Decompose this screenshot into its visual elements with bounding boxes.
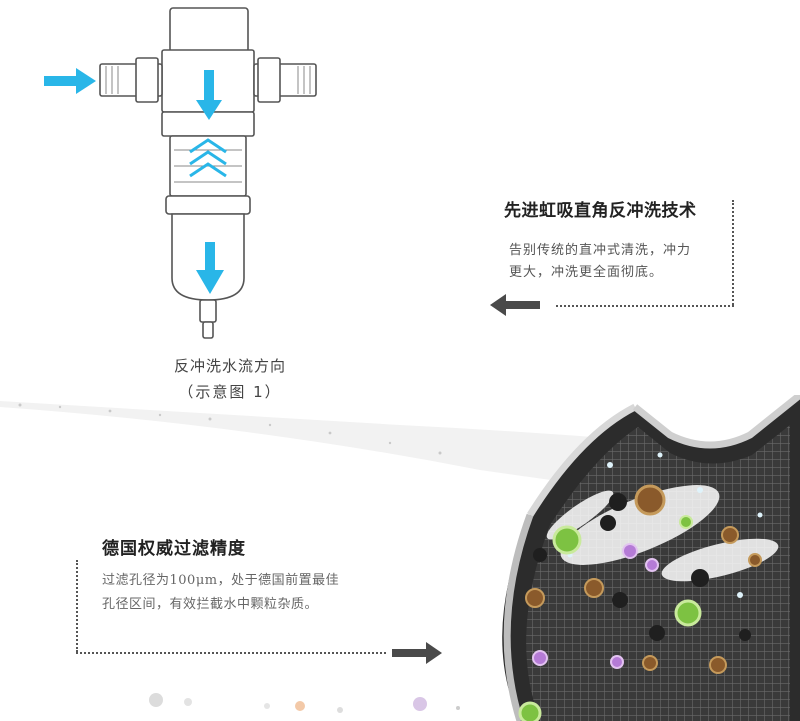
precision-description-line: 孔径区间，有效拦截水中颗粒杂质。 xyxy=(102,597,319,612)
precision-title: 德国权威过滤精度 xyxy=(102,539,246,559)
decorative-dots xyxy=(149,693,460,713)
pointer-left-arrow-icon xyxy=(490,294,540,316)
diagram-caption: 反冲洗水流方向 xyxy=(173,357,286,375)
tech-description-line: 告别传统的直冲式清洗，冲力 xyxy=(509,243,692,258)
callout-frame-horizontal xyxy=(76,652,386,654)
tech-description-line: 更大，冲洗更全面彻底。 xyxy=(509,265,664,280)
callout-frame-vertical xyxy=(732,200,734,305)
inlet-arrow-icon xyxy=(44,68,96,94)
precision-description-line: 过滤孔径为100μm，处于德国前置最佳 xyxy=(102,573,340,588)
chevron-up-flow-icon xyxy=(189,138,227,178)
callout-frame-horizontal xyxy=(556,305,734,307)
callout-frame-vertical xyxy=(76,560,78,652)
impurity-particles xyxy=(518,484,762,721)
outlet-arrow-icon xyxy=(196,242,224,294)
down-flow-arrow-icon xyxy=(196,70,222,120)
tech-title: 先进虹吸直角反冲洗技术 xyxy=(504,201,697,221)
backwash-filter-diagram xyxy=(44,7,317,339)
pointer-right-arrow-icon xyxy=(392,642,442,664)
filter-mesh-illustration xyxy=(502,395,800,721)
diagram-caption-subtitle: （示意图 1） xyxy=(178,383,282,401)
